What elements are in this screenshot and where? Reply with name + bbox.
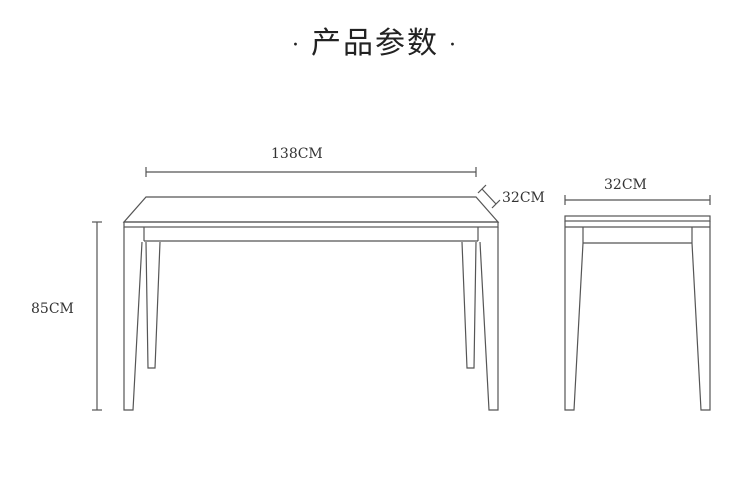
- front-depth-label: 32CM: [502, 190, 545, 206]
- page-title: · 产品参数 ·: [0, 18, 750, 62]
- length-label: 138CM: [271, 146, 323, 162]
- title-text: 产品参数: [311, 26, 439, 61]
- title-left-dot: ·: [292, 32, 301, 58]
- bench-front-view: [122, 196, 500, 411]
- height-dimension-line: [92, 221, 102, 411]
- length-dimension-line: [145, 167, 477, 177]
- side-depth-label: 32CM: [604, 177, 647, 193]
- height-label: 85CM: [31, 301, 74, 317]
- side-depth-dimension-line: [564, 195, 711, 205]
- front-depth-dimension-line: [477, 184, 501, 209]
- bench-side-view: [564, 215, 711, 411]
- title-right-dot: ·: [449, 32, 458, 58]
